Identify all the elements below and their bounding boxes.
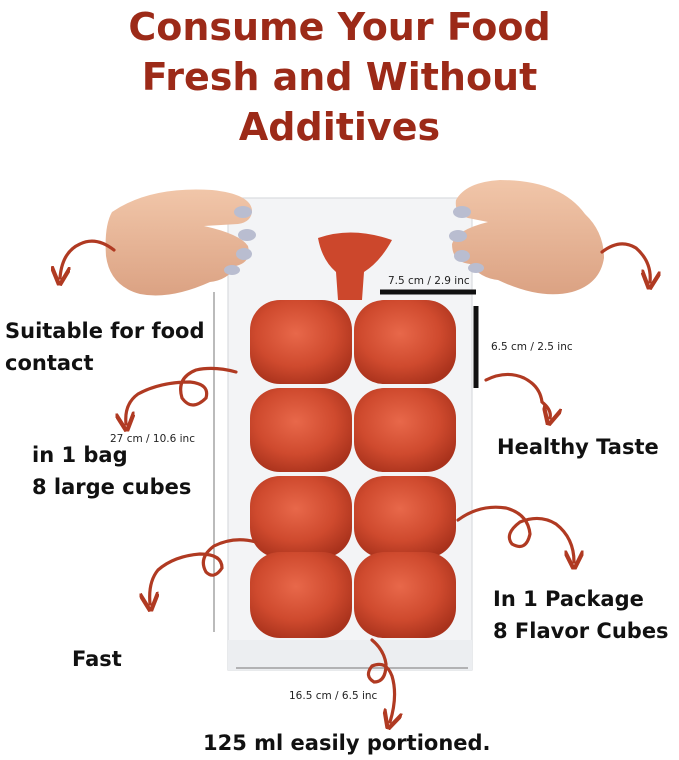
cube [250,300,352,384]
cube [354,552,456,638]
portion-label: 125 ml easily portioned. [203,731,491,755]
cube [354,388,456,472]
cube-width-text: 7.5 cm / 2.9 inc [388,275,470,287]
bag-label-2: 8 large cubes [32,475,192,499]
curved-arrow-icon [366,638,394,722]
bag-width-text: 16.5 cm / 6.5 inc [289,690,378,702]
fast-label: Fast [72,647,122,671]
sauce-spout [318,232,392,300]
cube-height-text: 6.5 cm / 2.5 inc [491,341,573,353]
food-contact-label-2: contact [5,351,94,375]
curved-arrow-icon [484,372,550,418]
cube [354,476,456,558]
right-hand [449,180,604,295]
curved-arrow-icon [150,538,258,604]
headline-line-3: Additives [238,105,441,149]
headline: Consume Your Food Fresh and Without Addi… [0,2,679,152]
package-label-2: 8 Flavor Cubes [493,619,669,643]
bag-label-1: in 1 bag [32,443,128,467]
curved-arrow-icon [600,242,650,282]
cube [250,476,352,558]
left-hand [105,189,256,296]
cube-grid [250,300,456,638]
headline-line-1: Consume Your Food [128,5,551,49]
curved-arrow-icon [456,505,574,562]
curved-arrow-icon [126,366,238,424]
package-label-1: In 1 Package [493,587,644,611]
cube [250,388,352,472]
bag-height-text: 27 cm / 10.6 inc [110,433,195,445]
headline-line-2: Fresh and Without [141,55,538,99]
cube [354,300,456,384]
bag-seal [228,640,472,670]
cube [250,552,352,638]
food-contact-label-1: Suitable for food [5,319,205,343]
curved-arrow-icon [60,239,116,278]
healthy-taste-label: Healthy Taste [497,435,659,459]
